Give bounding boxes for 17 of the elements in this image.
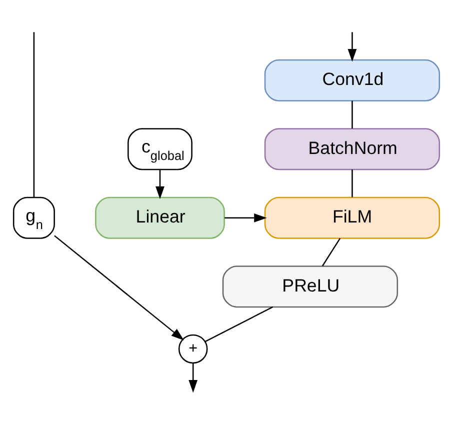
arrow (156, 170, 164, 200)
connector (204, 306, 274, 342)
node-box: Linear (95, 196, 225, 239)
connector (33, 32, 35, 198)
arrow (54, 235, 184, 340)
connector (352, 170, 353, 198)
node-box: BatchNorm (264, 128, 440, 170)
node-box: PReLU (222, 266, 398, 308)
connector (352, 100, 353, 129)
connector (322, 238, 341, 266)
arrow (188, 363, 198, 393)
node-box: Conv1d (264, 59, 440, 102)
arrow (348, 32, 357, 62)
node-box: c$_{global}$ (128, 128, 192, 170)
node-circle: + (178, 334, 208, 364)
node-box: FiLM (264, 196, 440, 239)
arrow (224, 213, 267, 222)
